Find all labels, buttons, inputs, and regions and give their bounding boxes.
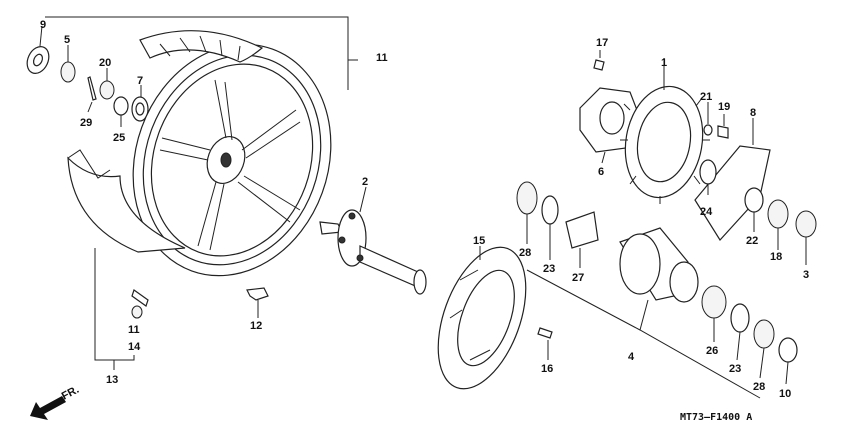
callout-8: 8 bbox=[750, 107, 756, 119]
washer-part-21 bbox=[703, 124, 713, 136]
direction-label: FR. bbox=[60, 384, 81, 403]
callout-4: 4 bbox=[628, 351, 635, 363]
bearing-part-18 bbox=[767, 199, 789, 229]
callout-28-upper: 28 bbox=[519, 247, 531, 259]
callout-22: 22 bbox=[746, 235, 758, 247]
callout-13: 13 bbox=[106, 374, 118, 386]
flange-hub bbox=[599, 101, 625, 135]
callout-18: 18 bbox=[770, 251, 782, 263]
collar-part-22 bbox=[744, 187, 764, 213]
callout-1: 1 bbox=[661, 57, 667, 69]
leader-9 bbox=[39, 25, 43, 47]
callout-17: 17 bbox=[596, 37, 608, 49]
callout-9: 9 bbox=[40, 19, 46, 31]
washer-hole bbox=[32, 53, 44, 67]
leader-29 bbox=[87, 101, 93, 113]
cap-part-10 bbox=[778, 337, 798, 363]
ring-part-25 bbox=[113, 96, 129, 116]
washer-part-24 bbox=[699, 159, 717, 185]
callout-29: 29 bbox=[80, 117, 92, 129]
valve-part-11 bbox=[131, 289, 149, 307]
callout-19: 19 bbox=[718, 101, 730, 113]
figure-code: MT73–F1400 A bbox=[680, 412, 752, 423]
callout-21: 21 bbox=[700, 91, 712, 103]
bolt-part-17 bbox=[593, 59, 605, 71]
cap-part-3 bbox=[795, 210, 817, 238]
leader-2 bbox=[359, 186, 367, 213]
balance-weight-part-12 bbox=[246, 287, 269, 301]
callout-2: 2 bbox=[362, 176, 368, 188]
tire-bead bbox=[67, 149, 111, 179]
callout-26: 26 bbox=[706, 345, 718, 357]
spacer-part-27 bbox=[565, 211, 599, 249]
leader-6 bbox=[601, 151, 606, 164]
leader-4 bbox=[639, 299, 649, 331]
callout-11-tire: 11 bbox=[376, 52, 388, 64]
axle-part-2 bbox=[319, 209, 427, 295]
tire-tread bbox=[139, 30, 264, 63]
front-direction-arrow-icon bbox=[30, 396, 66, 420]
nut-part-19 bbox=[717, 125, 729, 139]
cotter-pin-part-29 bbox=[87, 76, 97, 101]
bearing-part-28 bbox=[516, 181, 538, 215]
callout-28-lower: 28 bbox=[753, 381, 765, 393]
wheel-rim bbox=[132, 43, 332, 277]
leader-28b bbox=[759, 347, 765, 379]
callout-6: 6 bbox=[598, 166, 604, 178]
brake-disc-part-15 bbox=[437, 246, 527, 390]
leader-10 bbox=[785, 361, 789, 385]
seal-part-23-lower bbox=[730, 303, 750, 333]
callout-3: 3 bbox=[803, 269, 809, 281]
callout-10: 10 bbox=[779, 388, 791, 400]
tread-pattern bbox=[159, 35, 241, 61]
collar-part-20 bbox=[99, 80, 115, 100]
bearing-part-26 bbox=[701, 285, 727, 319]
valve-cap bbox=[131, 305, 143, 319]
callout-15: 15 bbox=[473, 235, 485, 247]
callout-12: 12 bbox=[250, 320, 262, 332]
sprocket-part-1 bbox=[620, 80, 710, 204]
chain-adjuster-plate-part-8 bbox=[694, 145, 771, 241]
nut-part-5 bbox=[60, 61, 76, 83]
callout-16: 16 bbox=[541, 363, 553, 375]
callout-23-upper: 23 bbox=[543, 263, 555, 275]
callout-23-lower: 23 bbox=[729, 363, 741, 375]
hub-part-4 bbox=[619, 227, 699, 303]
callout-27: 27 bbox=[572, 272, 584, 284]
callout-5: 5 bbox=[64, 34, 70, 46]
leader-23b bbox=[736, 331, 741, 361]
callout-24: 24 bbox=[700, 206, 713, 218]
callout-20: 20 bbox=[99, 57, 111, 69]
bearing-part-28-lower bbox=[753, 319, 775, 349]
seal-part-23 bbox=[541, 195, 559, 225]
callout-25: 25 bbox=[113, 132, 125, 144]
seal-hole bbox=[135, 102, 145, 116]
bolt-part-16 bbox=[537, 327, 553, 339]
callout-7: 7 bbox=[137, 75, 143, 87]
callout-14: 14 bbox=[128, 341, 141, 353]
callout-11-valve: 11 bbox=[128, 324, 140, 336]
leader-11-bracket bbox=[45, 16, 358, 61]
